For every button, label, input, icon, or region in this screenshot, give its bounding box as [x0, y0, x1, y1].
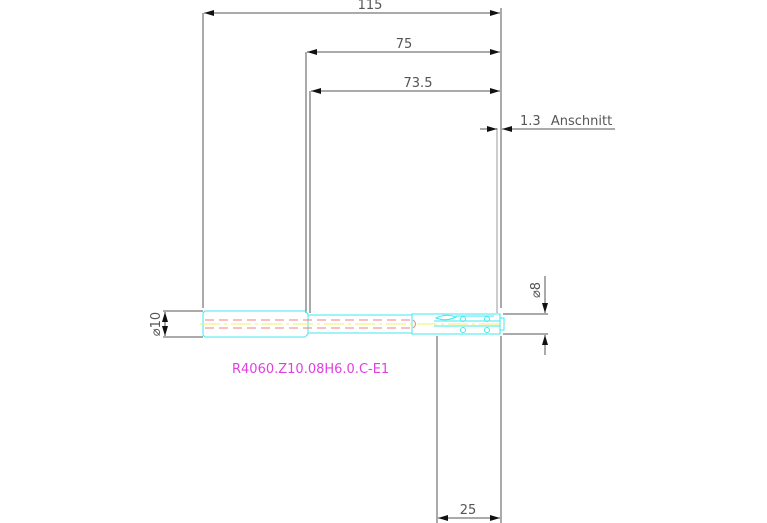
dimension-flute-length: 75 — [305, 37, 500, 313]
part-number-label: R4060.Z10.08H6.0.C-E1 — [232, 362, 389, 377]
dimension-text-cutting-length: 25 — [460, 503, 477, 518]
dimension-text-flute-length: 75 — [396, 37, 413, 52]
flute-detail — [434, 314, 458, 321]
dimension-text-chamfer: 1.3 Anschnitt — [520, 114, 612, 129]
dimension-cutting-diameter: ⌀8 — [503, 276, 548, 355]
dimension-text-neck-length: 73.5 — [404, 76, 433, 91]
dimension-neck-length: 73.5 — [309, 76, 500, 313]
shank-outline — [202, 310, 309, 338]
tool-body — [200, 310, 506, 338]
dimension-overall-length: 115 — [202, 0, 502, 308]
dimension-shank-diameter: ⌀10 — [149, 310, 203, 338]
dimension-text-cutting-diameter: ⌀8 — [529, 282, 544, 298]
dimension-cutting-length: 25 — [436, 336, 502, 523]
dimension-text-shank-diameter: ⌀10 — [149, 312, 164, 336]
dimension-chamfer: 1.3 Anschnitt — [480, 114, 615, 313]
dimension-text-overall-length: 115 — [358, 0, 383, 13]
